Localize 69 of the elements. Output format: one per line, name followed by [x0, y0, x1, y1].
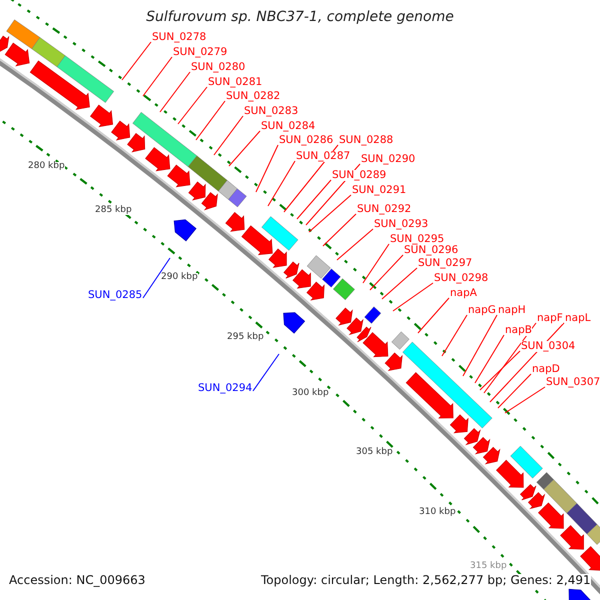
- leader-line: [336, 228, 374, 260]
- gene-label: SUN_0289: [332, 170, 386, 180]
- leader-line: [196, 100, 226, 140]
- leader-line: [160, 72, 190, 112]
- leader-line: [122, 42, 152, 80]
- gene-label: SUN_0283: [244, 106, 298, 116]
- leader-line: [362, 244, 390, 284]
- gene-label: napF: [537, 313, 563, 324]
- accession-text: Accession: NC_009663: [9, 574, 146, 586]
- gene-label: SUN_0288: [339, 135, 394, 146]
- gene-label: SUN_0280: [191, 62, 246, 72]
- gene-label: SUN_0285: [88, 290, 142, 300]
- gene-label: SUN_0294: [198, 383, 252, 394]
- leader-line: [214, 116, 244, 156]
- gene-label: SUN_0291: [352, 185, 406, 196]
- leader-line: [480, 350, 520, 390]
- gene-label: SUN_0284: [261, 121, 316, 132]
- scale-label: 310 kbp: [419, 508, 456, 517]
- title: Sulfurovum sp. NBC37-1, complete genome: [145, 10, 455, 24]
- leader-line: [490, 322, 564, 402]
- leader-line: [296, 180, 332, 220]
- leader-line: [474, 334, 504, 384]
- gene-label: napA: [450, 288, 477, 298]
- genome-summary-text: Topology: circular; Length: 2,562,277 bp; Genes: 2,491: [261, 574, 591, 586]
- gene-label: SUN_0304: [521, 341, 576, 352]
- leader-line: [498, 374, 532, 408]
- leader-line: [418, 298, 450, 334]
- gene-label: SUN_0286: [279, 135, 334, 146]
- leader-line: [382, 268, 418, 300]
- leader-line: [392, 282, 434, 312]
- leader-line: [142, 56, 172, 96]
- scale-label: 290 kbp: [161, 273, 198, 282]
- gene-label: SUN_0295: [390, 234, 444, 244]
- leader-line: [252, 354, 280, 392]
- gene-label: SUN_0278: [152, 32, 206, 42]
- gene-label: napD: [532, 364, 560, 374]
- leader-line: [268, 160, 296, 206]
- leader-line: [228, 130, 260, 166]
- scale-label: 315 kbp: [470, 562, 507, 571]
- gene-label: SUN_0290: [361, 154, 416, 164]
- gene-label: SUN_0296: [404, 245, 458, 256]
- gene-label: SUN_0298: [434, 273, 488, 284]
- leader-line: [484, 322, 536, 394]
- gene-label: SUN_0279: [173, 47, 228, 58]
- gene-label: SUN_0287: [296, 151, 350, 162]
- scale-label: 305 kbp: [356, 448, 393, 457]
- gene-label: SUN_0292: [357, 204, 412, 214]
- gene-label: SUN_0297: [418, 258, 472, 268]
- leader-line: [142, 258, 170, 298]
- scale-label: 280 kbp: [28, 162, 65, 171]
- leader-line: [308, 194, 352, 232]
- leader-line: [256, 144, 278, 192]
- gene-label: napB: [505, 325, 532, 336]
- gene-label: napL: [565, 313, 591, 324]
- scale-label: 295 kbp: [227, 333, 264, 342]
- scale-label: 285 kbp: [95, 206, 132, 215]
- leader-line: [322, 214, 356, 246]
- gene-label: SUN_0293: [374, 219, 428, 230]
- gene-label: SUN_0281: [208, 77, 262, 88]
- leader-line: [504, 386, 546, 414]
- leader-line: [370, 254, 404, 290]
- leader-line: [178, 86, 208, 124]
- leader-line: [442, 314, 468, 356]
- gene-label: SUN_0282: [226, 91, 280, 102]
- leader-line: [462, 314, 498, 376]
- scale-label: 300 kbp: [292, 389, 329, 398]
- gene-label: napH: [498, 305, 526, 316]
- gene-label: napG: [468, 305, 496, 316]
- gene-label: SUN_0307: [546, 377, 600, 388]
